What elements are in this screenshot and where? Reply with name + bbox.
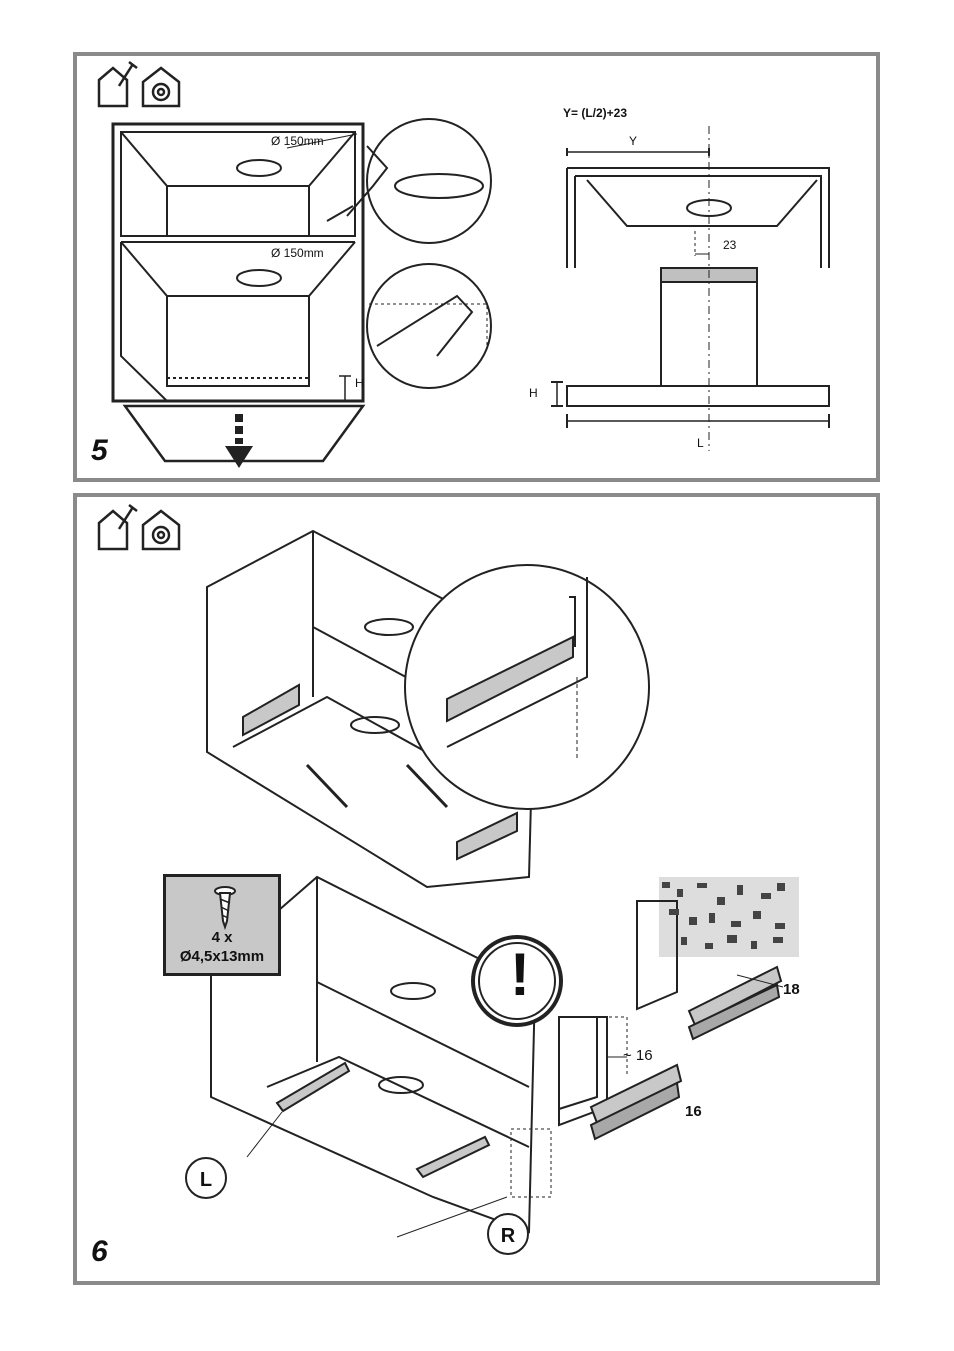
noise-texture — [662, 882, 785, 949]
step-5-drawing — [97, 61, 830, 468]
down-arrow-icon — [225, 414, 253, 468]
house-at-icon — [141, 66, 181, 108]
left-bracket-label: L — [185, 1157, 227, 1199]
duct-diameter-label-bottom: Ø 150mm — [271, 246, 324, 260]
right-bracket-label: R — [487, 1213, 529, 1255]
formula-label: Y= (L/2)+23 — [563, 106, 628, 120]
screw-size: Ø4,5x13mm — [179, 948, 265, 965]
screw-icon — [214, 886, 236, 931]
house-tools-icon — [97, 504, 138, 551]
width-l-label: L — [697, 436, 704, 450]
step-6-drawing — [97, 504, 799, 1238]
cabinet-illustration — [111, 122, 366, 463]
house-at-icon — [141, 509, 181, 551]
spacing-approx-16-label: ~ 16 — [623, 1047, 653, 1064]
dimension-drawing — [551, 126, 830, 451]
cabinet-lower-view — [210, 875, 552, 1238]
screw-spec-box: 4 x Ø4,5x13mm — [163, 874, 281, 976]
offset-23-label: 23 — [723, 238, 737, 252]
warning-symbol: ! — [510, 941, 530, 1008]
screw-quantity: 4 x — [211, 929, 233, 946]
bracket-detail-18 — [636, 877, 799, 1041]
step-number: 6 — [91, 1235, 108, 1268]
height-label-right: H — [529, 386, 538, 400]
zoom-detail-top — [286, 118, 492, 244]
step-number: 5 — [91, 434, 108, 467]
step-5-panel: 5 Ø 150mm Ø 150mm H Y= (L/2)+23 Y 23 H L — [73, 52, 880, 482]
height-label-left: H — [355, 376, 364, 390]
duct-diameter-label-top: Ø 150mm — [271, 134, 324, 148]
bracket-16-label: 16 — [685, 1103, 702, 1120]
house-tools-icon — [97, 61, 138, 108]
y-dimension-label: Y — [629, 134, 638, 148]
zoom-detail-bottom — [366, 263, 492, 389]
zoom-bracket-detail — [404, 564, 650, 810]
bracket-18-label: 18 — [783, 981, 800, 998]
warning-icon — [471, 935, 563, 1027]
step-6-panel: 4 x Ø4,5x13mm 6 ! L R ~ 16 16 18 — [73, 493, 880, 1285]
bracket-detail-16 — [558, 1016, 683, 1141]
